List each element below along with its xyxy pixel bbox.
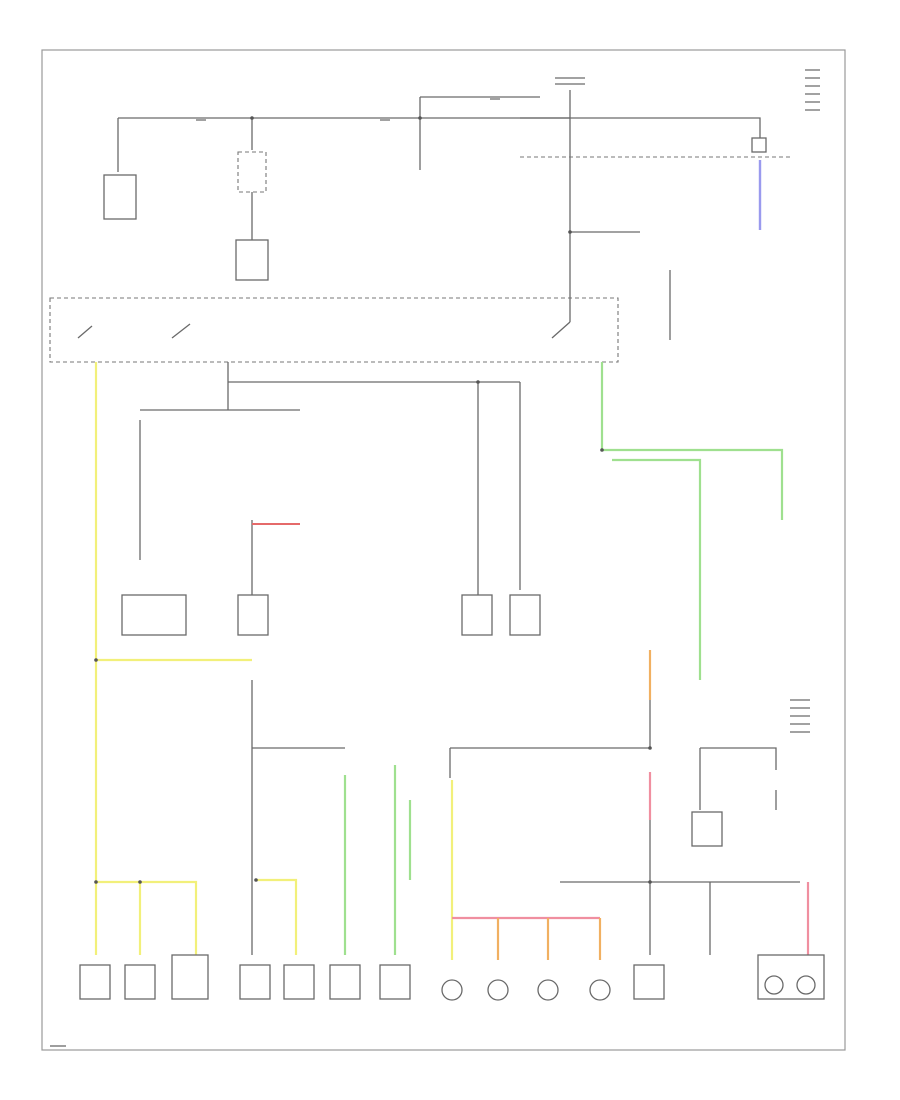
bottom-components [79, 954, 825, 1001]
headlight-switch-block [49, 297, 619, 363]
lamp-feeds [452, 916, 602, 960]
top-power-bus [117, 90, 761, 232]
fuse-block-right [751, 137, 767, 230]
yellow-feed-left [94, 362, 252, 955]
diagram-frame [41, 49, 846, 1051]
right-component [691, 811, 723, 847]
yellow-feed-mid [256, 878, 298, 955]
right-feeds [449, 650, 810, 955]
generator [103, 174, 137, 220]
wire-code-marks [50, 69, 820, 1047]
junctions [94, 116, 652, 884]
green-feed-right [600, 362, 784, 680]
center-feeds [139, 362, 521, 955]
switch-contacts [77, 231, 671, 340]
green-feeds-mid [343, 765, 454, 960]
relay-top-left [235, 151, 269, 281]
relay-row [121, 594, 541, 636]
